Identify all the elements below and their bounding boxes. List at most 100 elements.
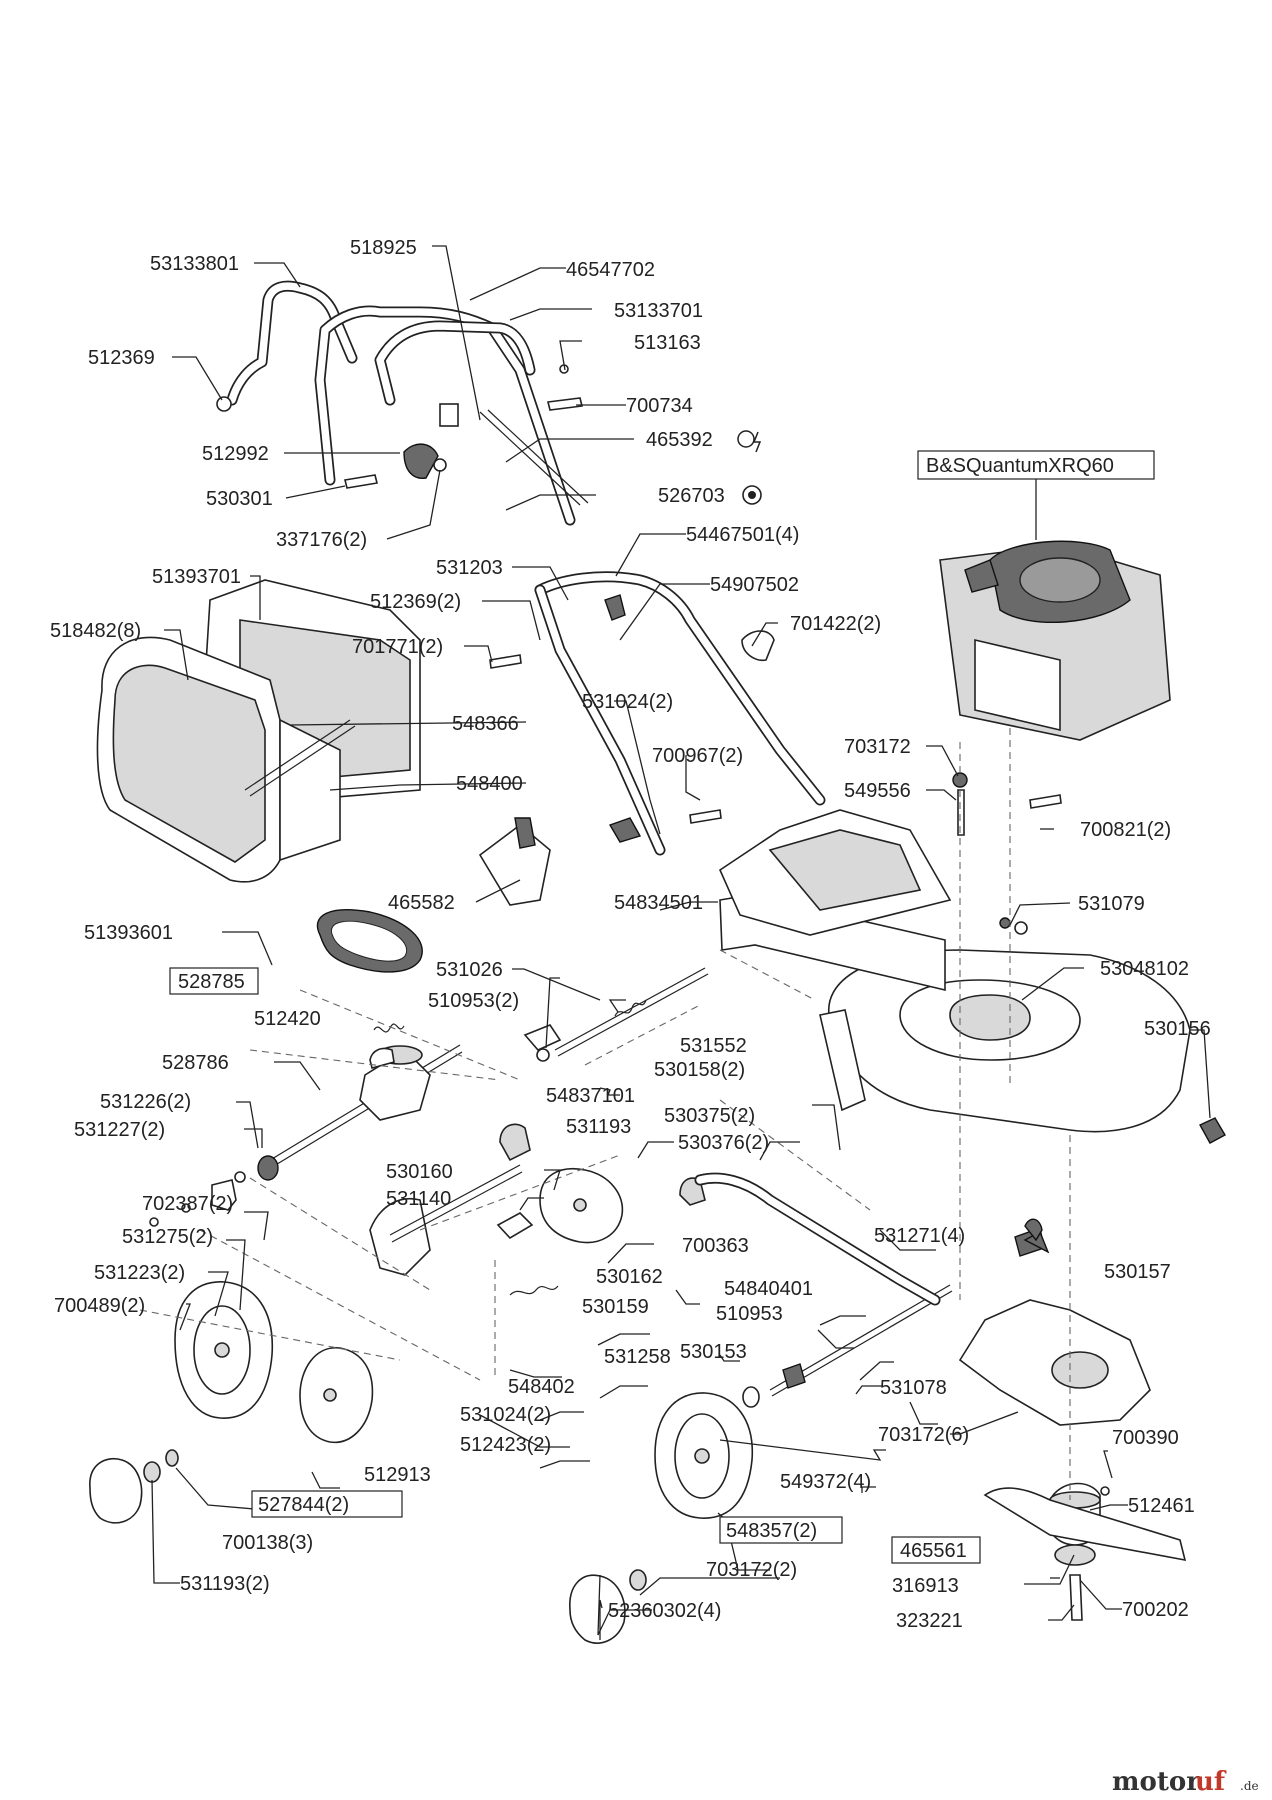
watermark-text-a: motor <box>1112 1767 1200 1797</box>
label-700363: 700363 <box>682 1235 749 1257</box>
label-548402: 548402 <box>508 1376 575 1398</box>
label-531226: 531226(2) <box>100 1091 191 1113</box>
handle-knob-lower-icon <box>608 817 642 843</box>
watermark-text-b: uf <box>1195 1767 1227 1797</box>
label-512461: 512461 <box>1128 1495 1195 1517</box>
label-531258: 531258 <box>604 1346 671 1368</box>
deck-brackets <box>952 772 1226 1242</box>
label-531078: 531078 <box>880 1377 947 1399</box>
upper-handle-assembly <box>216 280 589 526</box>
label-531079: 531079 <box>1078 893 1145 915</box>
label-323221: 323221 <box>896 1610 963 1632</box>
label-700967: 700967(2) <box>652 745 743 767</box>
label-512369: 512369 <box>88 347 155 369</box>
left-wheel-group <box>89 1281 374 1524</box>
label-512992: 512992 <box>202 443 269 465</box>
handle-knob-icon <box>403 443 439 479</box>
label-51393601: 51393601 <box>84 922 173 944</box>
watermark-logo: motor uf .de <box>1112 1767 1259 1797</box>
label-53133801: 53133801 <box>150 253 239 275</box>
label-531227: 531227(2) <box>74 1119 165 1141</box>
label-700489: 700489(2) <box>54 1295 145 1317</box>
label-549372: 549372(4) <box>780 1471 871 1493</box>
lightning-icon <box>752 431 762 453</box>
label-510953: 510953 <box>716 1303 783 1325</box>
label-531203: 531203 <box>436 557 503 579</box>
label-530301: 530301 <box>206 488 273 510</box>
label-53048102: 53048102 <box>1100 958 1189 980</box>
label-518925: 518925 <box>350 237 417 259</box>
rear-flap <box>718 809 952 936</box>
choke-symbol-icon <box>742 485 762 505</box>
label-54907502: 54907502 <box>710 574 799 596</box>
part-number-labels: 53133801 518925 46547702 53133701 512369… <box>50 237 1211 1632</box>
mower-deck <box>719 894 1191 1133</box>
label-512423: 512423(2) <box>460 1434 551 1456</box>
label-54834501: 54834501 <box>614 892 703 914</box>
label-702387: 702387(2) <box>142 1193 233 1215</box>
watermark-text-c: .de <box>1240 1779 1259 1793</box>
label-512369-2: 512369(2) <box>370 591 461 613</box>
assembly-guide-lines <box>139 728 1071 1500</box>
label-337176: 337176(2) <box>276 529 367 551</box>
handle-bracket-icon <box>439 403 459 427</box>
throttle-symbol-icon <box>737 430 755 448</box>
gearbox-axle <box>261 1023 463 1173</box>
label-700390: 700390 <box>1112 1427 1179 1449</box>
label-548366: 548366 <box>452 713 519 735</box>
symbol-icons <box>737 430 762 505</box>
label-465582: 465582 <box>388 892 455 914</box>
boxed-label-528785: 528785 <box>178 971 245 993</box>
label-53133701: 53133701 <box>614 300 703 322</box>
retaining-clip-icon <box>741 630 775 662</box>
label-510953-2: 510953(2) <box>428 990 519 1012</box>
label-700138: 700138(3) <box>222 1532 313 1554</box>
label-316913: 316913 <box>892 1575 959 1597</box>
label-531026: 531026 <box>436 959 503 981</box>
label-530159: 530159 <box>582 1296 649 1318</box>
handle-lock-icon <box>604 594 626 621</box>
blade-group <box>958 1227 1187 1621</box>
label-513163: 513163 <box>634 332 701 354</box>
label-700821: 700821(2) <box>1080 819 1171 841</box>
label-530376: 530376(2) <box>678 1132 769 1154</box>
label-530157: 530157 <box>1104 1261 1171 1283</box>
label-531223: 531223(2) <box>94 1262 185 1284</box>
boxed-label-548357: 548357(2) <box>726 1520 817 1542</box>
label-465392: 465392 <box>646 429 713 451</box>
center-hub-group <box>369 1024 706 1296</box>
rear-axle <box>694 1172 953 1397</box>
label-530162: 530162 <box>596 1266 663 1288</box>
label-46547702: 46547702 <box>566 259 655 281</box>
label-700734: 700734 <box>626 395 693 417</box>
label-530153: 530153 <box>680 1341 747 1363</box>
right-wheel-group <box>569 1386 760 1644</box>
label-52360302: 52360302(4) <box>608 1600 721 1622</box>
engine-assembly <box>939 540 1171 741</box>
lower-handle <box>489 571 826 856</box>
label-530158: 530158(2) <box>654 1059 745 1081</box>
label-531140: 531140 <box>386 1188 451 1210</box>
label-549556: 549556 <box>844 780 911 802</box>
label-531193: 531193 <box>566 1116 631 1138</box>
label-701771: 701771(2) <box>352 636 443 658</box>
grass-catcher-bag <box>96 579 421 883</box>
label-531271: 531271(4) <box>874 1225 965 1247</box>
label-701422: 701422(2) <box>790 613 881 635</box>
mulch-plug <box>478 817 551 906</box>
label-526703: 526703 <box>658 485 725 507</box>
label-530156: 530156 <box>1144 1018 1211 1040</box>
label-51393701: 51393701 <box>152 566 241 588</box>
label-512913: 512913 <box>364 1464 431 1486</box>
label-548400: 548400 <box>456 773 523 795</box>
label-703172-2: 703172(2) <box>706 1559 797 1581</box>
label-700202: 700202 <box>1122 1599 1189 1621</box>
label-530375: 530375(2) <box>664 1105 755 1127</box>
label-528786: 528786 <box>162 1052 229 1074</box>
bolt-icon <box>344 474 378 489</box>
label-531275: 531275(2) <box>122 1226 213 1248</box>
boxed-label-527844: 527844(2) <box>258 1494 349 1516</box>
label-531552: 531552 <box>680 1035 747 1057</box>
